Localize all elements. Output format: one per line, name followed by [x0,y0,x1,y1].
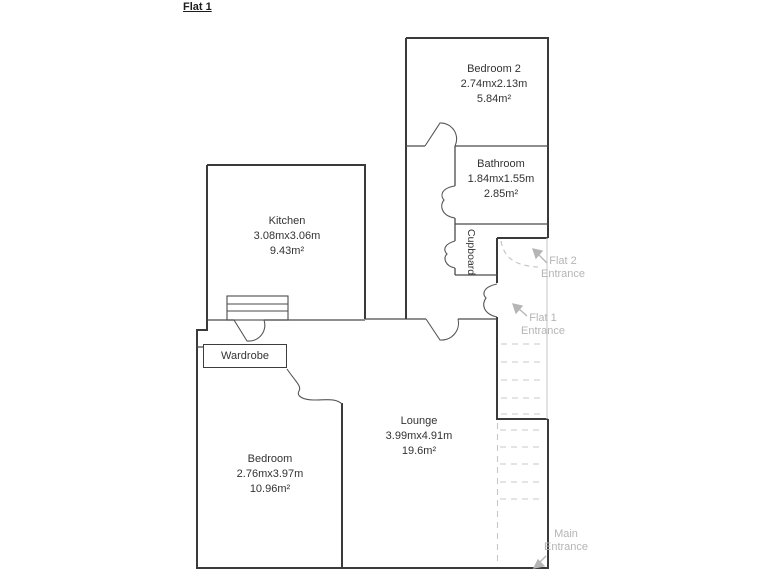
lounge-dimensions: 3.99mx4.91m [385,430,453,442]
stairs-dashed [496,343,542,566]
kitchen-area: 9.43m² [269,245,305,257]
main-entrance-line2: Entrance [543,541,589,553]
kitchen-counter [226,295,289,321]
outer-walls [196,37,549,569]
flat1-entrance-line2: Entrance [520,325,566,337]
flat1-entrance-label: Flat 1 Entrance [508,312,578,338]
wardrobe-label: Wardrobe [221,350,269,362]
flat2-entrance-arrow [532,248,548,264]
room-label-bathroom: Bathroom 1.84mx1.55m 2.85m² [436,157,566,202]
room-label-cupboard: Cupboard [465,228,477,276]
bathroom-dimensions: 1.84mx1.55m [467,173,535,185]
flat2-entrance-line2: Entrance [540,268,586,280]
bathroom-area: 2.85m² [483,188,519,200]
main-entrance-line1: Main [554,528,578,540]
flat1-entrance-arrow [512,303,528,317]
bedroom2-dimensions: 2.74mx2.13m [460,78,528,90]
page-title: Flat 1 [183,1,212,13]
kitchen-name: Kitchen [268,215,306,227]
kitchen-dimensions: 3.08mx3.06m [253,230,321,242]
bedroom2-area: 5.84m² [476,93,512,105]
room-label-bedroom2: Bedroom 2 2.74mx2.13m 5.84m² [429,62,559,107]
room-label-kitchen: Kitchen 3.08mx3.06m 9.43m² [222,214,352,259]
flat2-door-dashed [500,240,539,268]
flat1-entrance-line1: Flat 1 [529,312,557,324]
room-label-lounge: Lounge 3.99mx4.91m 19.6m² [354,414,484,459]
main-entrance-label: Main Entrance [531,528,601,554]
bathroom-name: Bathroom [477,158,525,170]
bedroom-name: Bedroom [247,453,293,465]
lounge-name: Lounge [400,415,438,427]
bedroom-area: 10.96m² [249,483,291,495]
wardrobe-box: Wardrobe [203,344,287,368]
door-swings [233,122,498,405]
room-label-bedroom: Bedroom 2.76mx3.97m 10.96m² [205,452,335,497]
bedroom2-name: Bedroom 2 [467,63,521,75]
flat2-entrance-label: Flat 2 Entrance [528,255,598,281]
bedroom-dimensions: 2.76mx3.97m [236,468,304,480]
main-entrance-arrow [532,555,547,569]
flat2-entrance-line1: Flat 2 [549,255,577,267]
lounge-area: 19.6m² [401,445,437,457]
